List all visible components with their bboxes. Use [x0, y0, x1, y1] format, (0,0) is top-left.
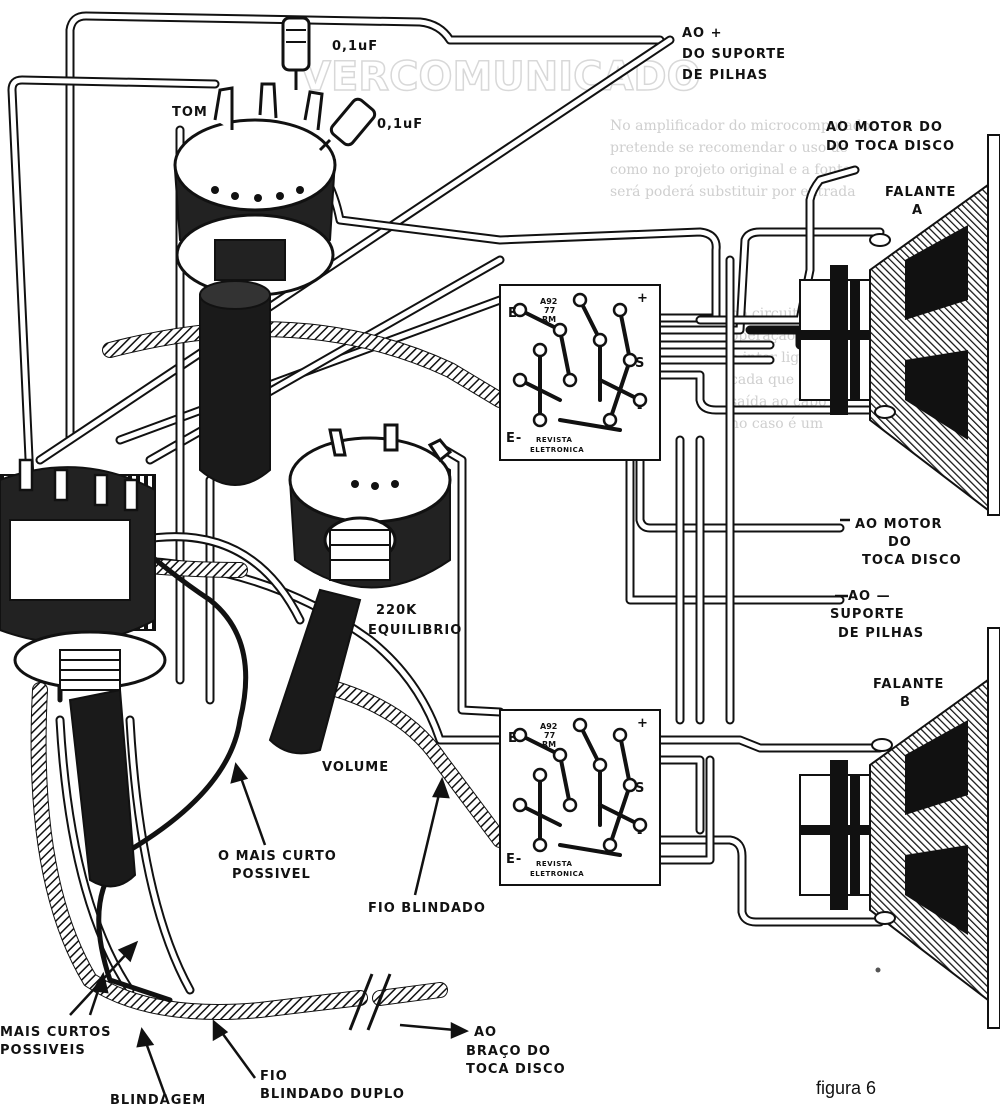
pcb-b-code-3: RM: [542, 740, 556, 749]
label-ao-plus: AO +: [682, 26, 723, 41]
label-de-pilhas: DE PILHAS: [682, 68, 768, 83]
label-falante-a-1: FALANTE: [885, 185, 956, 200]
label-ao-braco-3: TOCA DISCO: [466, 1062, 566, 1077]
label-blindagem: BLINDAGEM: [110, 1093, 206, 1108]
pcb-a-pin-e: E: [508, 306, 518, 321]
label-fio-blindado: FIO BLINDADO: [368, 901, 486, 916]
svg-text:pretende se recomendar o uso d: pretende se recomendar o uso de: [610, 140, 848, 156]
svg-text:será poderá substituir por ent: será poderá substituir por entrada: [610, 184, 856, 200]
pcb-b-code-2: 77: [544, 731, 555, 740]
pcb-b-pin-plus: +: [637, 716, 649, 731]
figure-caption: figura 6: [816, 1078, 876, 1098]
pcb-a-labels: A92 77 RM E E- S + - REVISTA ELETRONICA: [506, 291, 649, 454]
pcb-b-brand-2: ELETRONICA: [530, 870, 584, 878]
label-ao-minus-1: AO —: [848, 589, 891, 604]
pcb-a-pin-e-minus: E-: [506, 431, 522, 446]
label-mais-curtos-1: MAIS CURTOS: [0, 1025, 112, 1040]
pcb-a-pin-plus: +: [637, 291, 649, 306]
pcb-amplifier-b: [499, 709, 661, 886]
label-falante-a-2: A: [912, 203, 923, 218]
label-mais-curto-2: POSSIVEL: [232, 867, 311, 882]
pcb-b-brand-1: REVISTA: [536, 860, 572, 868]
label-220k: 220K: [376, 603, 417, 618]
label-mais-curtos-2: POSSIVEIS: [0, 1043, 86, 1058]
pcb-a-code-3: RM: [542, 315, 556, 324]
label-equilibrio: EQUILIBRIO: [368, 623, 462, 638]
label-ao-braco-2: BRAÇO DO: [466, 1044, 551, 1059]
label-falante-b-1: FALANTE: [873, 677, 944, 692]
pcb-a-brand-2: ELETRONICA: [530, 446, 584, 454]
label-fio-blindado-duplo-1: FIO: [260, 1069, 288, 1084]
tone-potentiometer: [173, 16, 377, 486]
volume-balance-potentiometer: [268, 423, 453, 755]
pointer-arrows: [69, 518, 850, 1096]
label-ao-motor-mid-1: AO MOTOR: [855, 517, 943, 532]
label-capacitor-1: 0,1uF: [332, 39, 378, 54]
pcb-b-code-1: A92: [540, 722, 557, 731]
pcb-b-pin-e: E: [508, 731, 518, 746]
label-volume: VOLUME: [322, 760, 389, 775]
pcb-amplifier-a: [499, 284, 661, 461]
pcb-a-code-1: A92: [540, 297, 557, 306]
pcb-a-pin-minus: -: [637, 401, 643, 416]
label-ao-minus-3: DE PILHAS: [838, 626, 924, 641]
label-falante-b-2: B: [900, 695, 911, 710]
ink-dot: [875, 967, 881, 973]
speaker-b: [799, 627, 1000, 1029]
selector-switch: [0, 458, 167, 888]
label-ao-minus-2: SUPORTE: [830, 607, 905, 622]
pcb-b-labels: A92 77 RM E E- S + - REVISTA ELETRONICA: [506, 716, 649, 878]
svg-text:No amplificador do microcomput: No amplificador do microcomputador: [610, 118, 877, 134]
label-capacitor-2: 0,1uF: [377, 117, 423, 132]
label-ao-motor-top-1: AO MOTOR DO: [826, 120, 943, 135]
label-ao-motor-mid-3: TOCA DISCO: [862, 553, 962, 568]
pcb-a-brand-1: REVISTA: [536, 436, 572, 444]
svg-text:como no projeto original e a f: como no projeto original e a fonte: [610, 162, 851, 178]
pcb-a-pin-s: S: [635, 356, 645, 371]
pcb-a-code-2: 77: [544, 306, 555, 315]
label-tom: TOM: [172, 105, 208, 120]
label-fio-blindado-duplo-2: BLINDADO DUPLO: [260, 1087, 405, 1102]
label-mais-curto-1: O MAIS CURTO: [218, 849, 337, 864]
label-do-suporte: DO SUPORTE: [682, 47, 786, 62]
label-ao-braco-1: AO: [474, 1025, 497, 1040]
svg-text:no caso é um: no caso é um: [730, 416, 823, 432]
label-ao-motor-mid-2: DO: [888, 535, 912, 550]
pcb-b-pin-s: S: [635, 781, 645, 796]
speaker-a: [799, 134, 1000, 516]
annotation-labels: AO + DO SUPORTE DE PILHAS 0,1uF 0,1uF TO…: [0, 26, 962, 1108]
pcb-b-pin-minus: -: [637, 826, 643, 841]
pcb-b-pin-e-minus: E-: [506, 852, 522, 867]
label-ao-motor-top-2: DO TOCA DISCO: [826, 139, 955, 154]
